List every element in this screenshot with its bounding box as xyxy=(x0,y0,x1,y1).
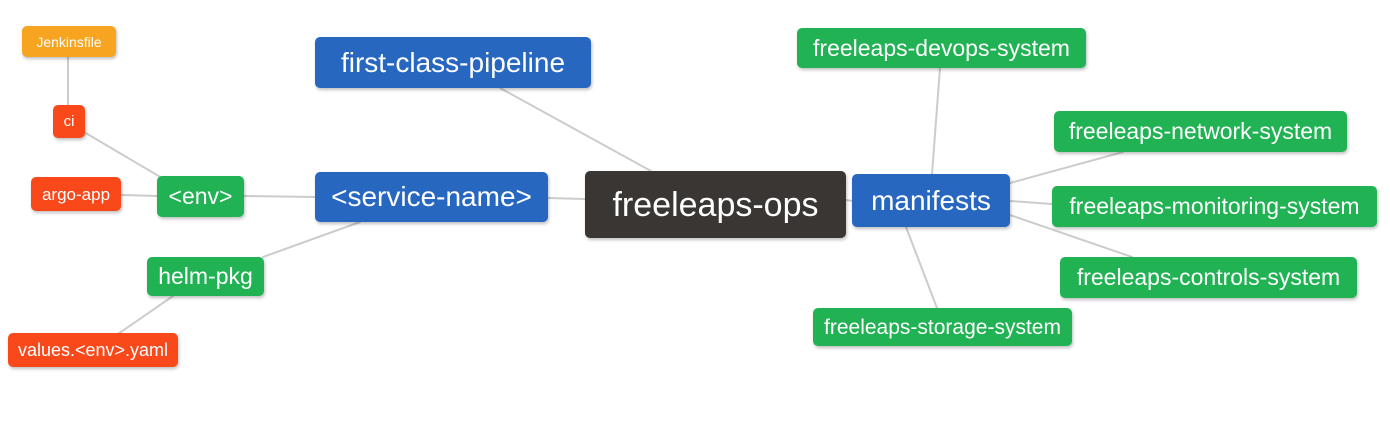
edge-service-name-to-freeleaps-ops xyxy=(547,197,586,200)
edge-env-to-service-name xyxy=(243,195,316,198)
edge-manifests-to-freeleaps-network-system xyxy=(1009,151,1124,184)
node-freeleaps-monitoring-system[interactable]: freeleaps-monitoring-system xyxy=(1052,186,1377,227)
node-manifests[interactable]: manifests xyxy=(852,174,1010,227)
node-freeleaps-devops-system[interactable]: freeleaps-devops-system xyxy=(797,28,1086,68)
node-freeleaps-ops[interactable]: freeleaps-ops xyxy=(585,171,846,238)
node-helm-pkg[interactable]: helm-pkg xyxy=(147,257,264,296)
node-ci[interactable]: ci xyxy=(53,105,85,138)
node-first-class-pipeline[interactable]: first-class-pipeline xyxy=(315,37,591,88)
edge-values-env-yaml-to-helm-pkg xyxy=(117,295,174,335)
node-service-name[interactable]: <service-name> xyxy=(315,172,548,222)
node-env[interactable]: <env> xyxy=(157,176,244,217)
edge-manifests-to-freeleaps-devops-system xyxy=(931,67,941,175)
edge-first-class-pipeline-to-freeleaps-ops xyxy=(499,87,652,172)
node-values-env-yaml[interactable]: values.<env>.yaml xyxy=(8,333,178,367)
edge-helm-pkg-to-service-name xyxy=(262,221,361,258)
edge-manifests-to-freeleaps-monitoring-system xyxy=(1009,200,1053,205)
node-jenkinsfile[interactable]: Jenkinsfile xyxy=(22,26,116,57)
node-freeleaps-storage-system[interactable]: freeleaps-storage-system xyxy=(813,308,1072,346)
edge-manifests-to-freeleaps-storage-system xyxy=(905,226,938,309)
node-freeleaps-network-system[interactable]: freeleaps-network-system xyxy=(1054,111,1347,152)
node-argo-app[interactable]: argo-app xyxy=(31,177,121,211)
edge-argo-app-to-env xyxy=(120,194,158,197)
node-freeleaps-controls-system[interactable]: freeleaps-controls-system xyxy=(1060,257,1357,298)
edge-ci-to-env xyxy=(83,131,163,179)
